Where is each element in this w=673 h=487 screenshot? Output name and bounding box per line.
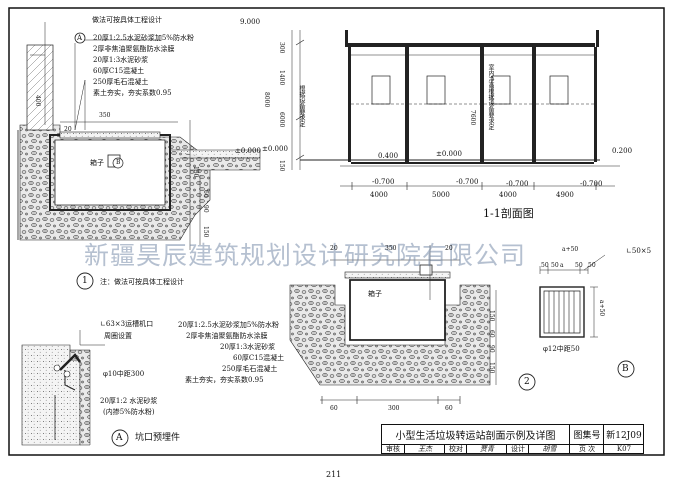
section-elev-neg: -0.700 [506,180,529,188]
section-room-label-mid: 室内净高根据设备要求定 [487,64,494,130]
detailB-dim: 50 [541,262,549,269]
section-elev-left: ±0.000 [262,145,288,153]
detail2-layer: 素土夯实，夯实系数0.95 [185,376,264,384]
detailB-angle-label: ∟50×5 [626,247,652,255]
drawing-title: 小型生活垃圾转运站剖面示例及详图 [395,431,556,442]
detail1-box-label: 箱子 [90,159,104,167]
section-title: 1-1剖面图 [483,207,534,220]
detail-2-drawing [289,245,536,404]
section-vert-dim: 1400 [278,70,285,86]
detail1-dim: 20 [64,126,72,133]
detail1-layer: 60厚C15混凝土 [93,67,145,75]
section-elev-200: 0.200 [612,147,633,155]
detailA-label-text: 坑口预埋件 [135,433,181,443]
atlas-label: 图集号 [569,425,604,444]
detailA-note: 周圈设置 [104,332,132,340]
detailA-mortar-label: (内掺5%防水粉) [103,408,155,416]
detail1-dim: 90 [202,205,209,213]
detail2-vert-dim: 60 [488,330,495,338]
section-vert-dim: 150 [278,160,285,172]
section-horiz-dim: 5000 [432,191,450,199]
detail1-dim: 150 [192,166,199,178]
detail1-dim: 400 [34,95,41,107]
section-elev-neg: -0.700 [372,178,395,186]
section-1-1-drawing [291,30,620,190]
detail2-box-label: 箱子 [368,290,382,298]
section-horiz-dim: 4900 [556,191,574,199]
section-room-label: 根据设备要求定 [298,85,305,127]
detailB-dim: a+50 [562,246,579,253]
detailA-note: ∟63×3运槽机口 [100,320,154,328]
page-number: 211 [326,470,342,479]
section-elev-neg: -0.700 [580,180,603,188]
detail2-layer: 20厚1:2.5水泥砂浆加5%防水粉 [178,321,279,329]
check-signature: 贾青 [466,444,507,454]
detail-b-drawing [539,254,635,378]
detail1-box-marker: B [116,159,121,166]
detail2-vert-dim: 150 [488,310,495,322]
detailB-dim: 50 [588,262,596,269]
detail1-dim: 350 [99,112,111,119]
detail2-bottom-dim: 60 [330,405,338,412]
detail2-layer: 250厚毛石混凝土 [222,365,278,373]
review-label: 审核 [386,445,400,453]
detailB-bar-label: φ12中距50 [543,345,580,353]
detail-a-drawing [21,330,129,447]
section-horiz-dim: 4000 [499,191,517,199]
review-signature: 王杰 [404,444,445,454]
section-elev-top: 9.000 [240,18,261,26]
detailB-dim: 50 [551,262,559,269]
detail1-layer: 2厚非焦油聚氨酯防水涂膜 [93,45,175,53]
detail2-layer: 60厚C15混凝土 [233,354,285,362]
detailB-dim: 50 [575,262,583,269]
page-label: 页 次 [569,444,604,454]
detail-1-drawing [17,22,261,290]
detail1-dim: 60 [202,190,209,198]
sheet-border [8,7,665,456]
atlas-number: 新12J09 [603,425,644,444]
detail2-vert-dim: 90 [488,345,495,353]
detailA-bar-label: φ10中距300 [103,370,145,378]
detail2-dim-top: 20 [445,245,453,252]
detail1-label-note: 注：做法可按具体工程设计 [100,278,184,286]
section-elev-mid: ±0.000 [436,150,462,158]
detailB-label-marker: B [622,364,629,374]
check-label: 校对 [444,444,467,454]
page-code: K07 [603,444,644,454]
detail2-label-number: 2 [524,377,530,387]
detailA-mortar-label: 20厚1:2 水泥砂浆 [100,397,158,405]
detail1-layer: 250厚毛石混凝土 [93,78,149,86]
section-vert-dim: 8000 [263,92,270,108]
detail1-top-note: 做法可按具体工程设计 [92,16,162,24]
detail1-dim: 150 [202,226,209,238]
section-elev-neg: -0.700 [456,178,479,186]
detail1-elevation: ±0.000 [235,147,261,155]
detail1-layer: 20厚1:2.5水泥砂浆加5%防水粉 [93,34,194,42]
detailB-dim: a [560,262,564,269]
detail2-dim-top: 20 [330,245,338,252]
detail2-dim-top: 350 [385,245,397,252]
section-vert-dim: 6000 [278,112,285,128]
design-label: 设计 [506,444,529,454]
detail2-vert-dim: 150 [488,362,495,374]
detail2-layer: 20厚1:3水泥砂浆 [220,343,276,351]
detailB-side-dim: a+50 [598,300,605,317]
detail2-bottom-dim: 300 [388,405,400,412]
watermark-text: 新疆昊辰建筑规划设计研究院有限公司 [84,241,527,270]
detail1-marker: A [77,34,83,42]
section-horiz-dim: 4000 [370,191,388,199]
design-signature: 胡雪 [528,444,570,454]
detail2-layer: 2厚非焦油聚氨酯防水涂膜 [186,332,268,340]
detail2-bottom-dim: 60 [445,405,453,412]
detailA-label-marker: A [116,433,123,443]
title-block: 小型生活垃圾转运站剖面示例及详图 图集号 新12J09 审核 王杰 校对 贾青 … [381,424,644,454]
section-elev-400: 0.400 [378,152,399,160]
detail1-layer: 20厚1:3水泥砂浆 [93,56,149,64]
detail1-layer: 素土夯实，夯实系数0.95 [93,89,172,97]
section-vert-dim: 300 [278,42,285,54]
detail1-label-number: 1 [82,276,88,286]
section-vert-dim-mid: 7600 [469,110,476,126]
